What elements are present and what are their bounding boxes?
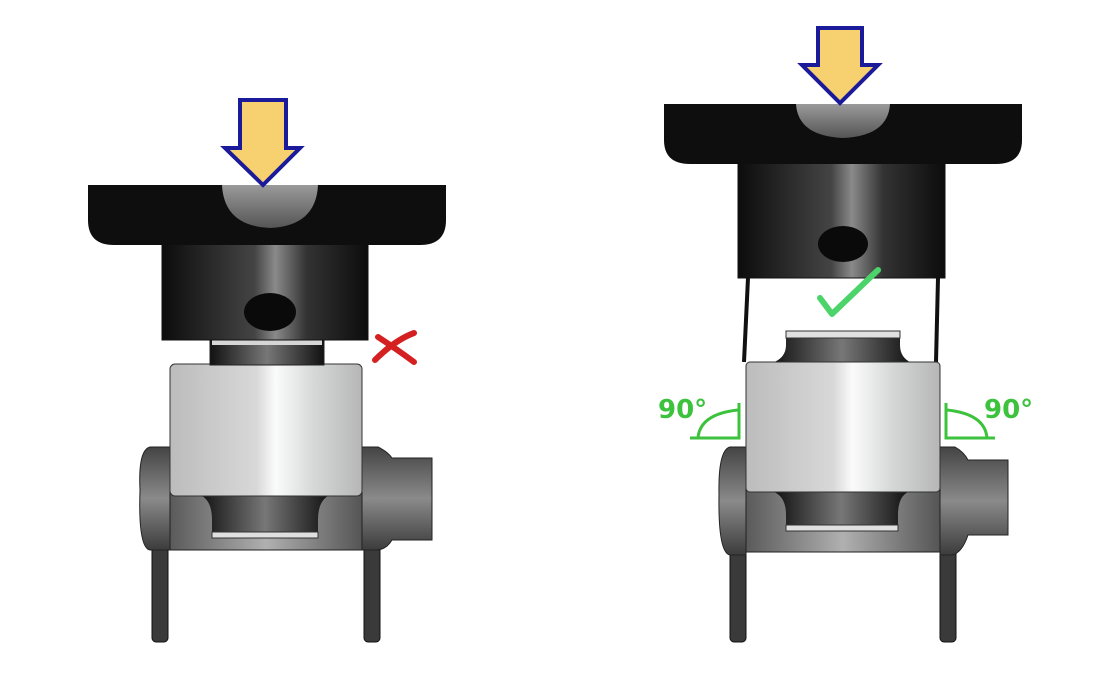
lower-bowl — [774, 492, 908, 530]
hole — [244, 293, 296, 331]
hole — [818, 226, 868, 262]
angle-marker-left — [690, 403, 741, 440]
light-body — [169, 363, 363, 497]
force-arrow — [220, 98, 305, 188]
upper-bowl — [772, 338, 912, 363]
lower-bowl — [200, 495, 330, 537]
check-icon — [817, 267, 881, 317]
figure-incorrect — [88, 98, 446, 643]
angle-label-right: 90° — [984, 395, 1033, 425]
legs — [151, 544, 381, 643]
angle-marker-right — [944, 403, 995, 440]
figure-correct: 90° 90° — [658, 26, 1033, 643]
dome — [796, 104, 890, 138]
right-pipe — [361, 446, 433, 551]
force-arrow — [797, 26, 883, 106]
cross-icon — [372, 330, 417, 365]
left-knob — [718, 446, 747, 556]
angle-label-left: 90° — [658, 395, 707, 425]
dome — [222, 185, 318, 228]
guide-wires — [742, 277, 940, 363]
left-knob — [139, 446, 171, 551]
legs — [729, 547, 957, 643]
right-pipe — [939, 446, 1009, 556]
light-body — [745, 361, 941, 493]
